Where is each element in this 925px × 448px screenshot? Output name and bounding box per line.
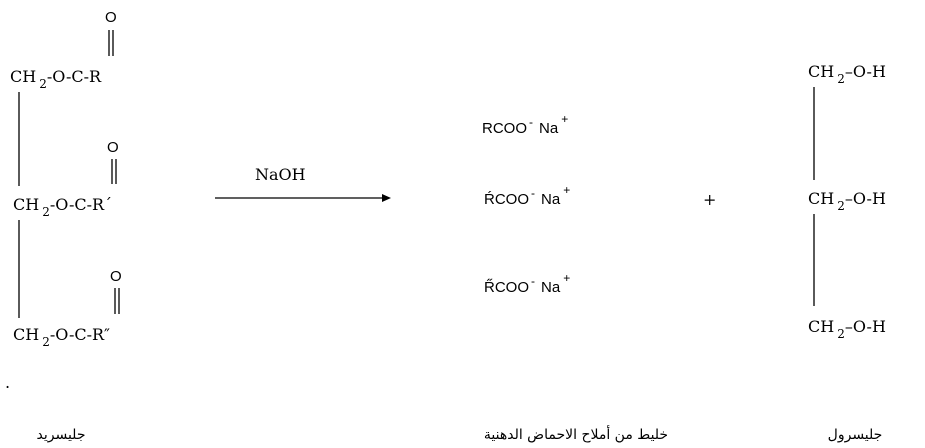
salt-3: R̋COO-Na+ (484, 271, 570, 296)
glycerol-caption: جليسرول (828, 427, 883, 443)
salt-2: ŔCOO-Na+ (484, 183, 570, 208)
reagent-label: NaOH (255, 165, 306, 184)
carbonyl-oxygen-1: O (105, 9, 117, 26)
carbonyl-oxygen-3: O (110, 268, 122, 285)
carbonyl-oxygen-2: O (107, 139, 119, 156)
salt-1: RCOO-Na+ (482, 112, 568, 137)
salts-caption: خليط من أملاح الاحماض الدهنية (484, 425, 668, 443)
stray-dot: . (5, 373, 10, 392)
triglyceride-caption: جليسريد (37, 427, 86, 443)
plus-sign: + (703, 190, 716, 209)
reaction-arrow: NaOH (215, 165, 391, 202)
arrow-head-icon (382, 194, 391, 202)
fatty-acid-salts: RCOO-Na+ ŔCOO-Na+ R̋COO-Na+ (482, 112, 570, 296)
